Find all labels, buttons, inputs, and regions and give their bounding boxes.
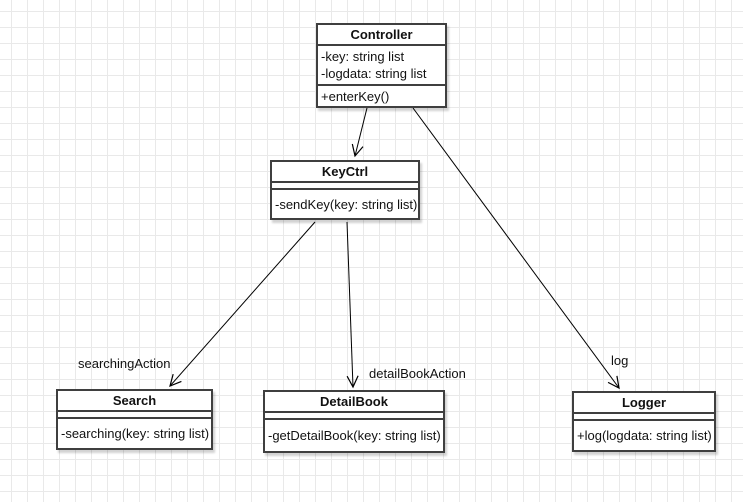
edge-keyctrl-search[interactable] bbox=[169, 221, 316, 388]
edge-keyctrl-detailbook[interactable] bbox=[346, 221, 359, 389]
class-keyctrl-attributes bbox=[272, 183, 418, 190]
class-logger-attributes bbox=[574, 414, 714, 421]
edge-controller-logger[interactable] bbox=[412, 107, 620, 390]
method: +enterKey() bbox=[321, 88, 390, 104]
method: -getDetailBook(key: string list) bbox=[268, 428, 441, 443]
class-search-attributes bbox=[58, 412, 211, 419]
class-detailbook-title: DetailBook bbox=[265, 392, 443, 413]
class-controller-methods: +enterKey() bbox=[318, 86, 445, 106]
class-detailbook[interactable]: DetailBook -getDetailBook(key: string li… bbox=[263, 390, 445, 453]
class-detailbook-methods: -getDetailBook(key: string list) bbox=[265, 420, 443, 451]
attribute: -key: string list bbox=[321, 49, 405, 64]
attribute: -logdata: string list bbox=[321, 66, 427, 81]
class-search[interactable]: Search -searching(key: string list) bbox=[56, 389, 213, 450]
class-keyctrl-title: KeyCtrl bbox=[272, 162, 418, 183]
method: -searching(key: string list) bbox=[61, 426, 210, 441]
class-controller[interactable]: Controller -key: string list -logdata: s… bbox=[316, 23, 447, 108]
edge-controller-keyctrl[interactable] bbox=[351, 107, 368, 158]
class-search-methods: -searching(key: string list) bbox=[58, 419, 211, 448]
edge-label-searching-action[interactable]: searchingAction bbox=[78, 356, 171, 371]
class-controller-title: Controller bbox=[318, 25, 445, 46]
edge-label-log[interactable]: log bbox=[611, 353, 629, 368]
class-logger-methods: +log(logdata: string list) bbox=[574, 421, 714, 450]
class-logger[interactable]: Logger +log(logdata: string list) bbox=[572, 391, 716, 452]
class-controller-attributes: -key: string list -logdata: string list bbox=[318, 46, 445, 86]
method: -sendKey(key: string list) bbox=[275, 196, 418, 212]
class-keyctrl-methods: -sendKey(key: string list) bbox=[272, 190, 418, 218]
class-detailbook-attributes bbox=[265, 413, 443, 420]
class-logger-title: Logger bbox=[574, 393, 714, 414]
edge-label-detail-book-action[interactable]: detailBookAction bbox=[369, 366, 466, 381]
class-search-title: Search bbox=[58, 391, 211, 412]
class-keyctrl[interactable]: KeyCtrl -sendKey(key: string list) bbox=[270, 160, 420, 220]
method: +log(logdata: string list) bbox=[577, 428, 712, 443]
